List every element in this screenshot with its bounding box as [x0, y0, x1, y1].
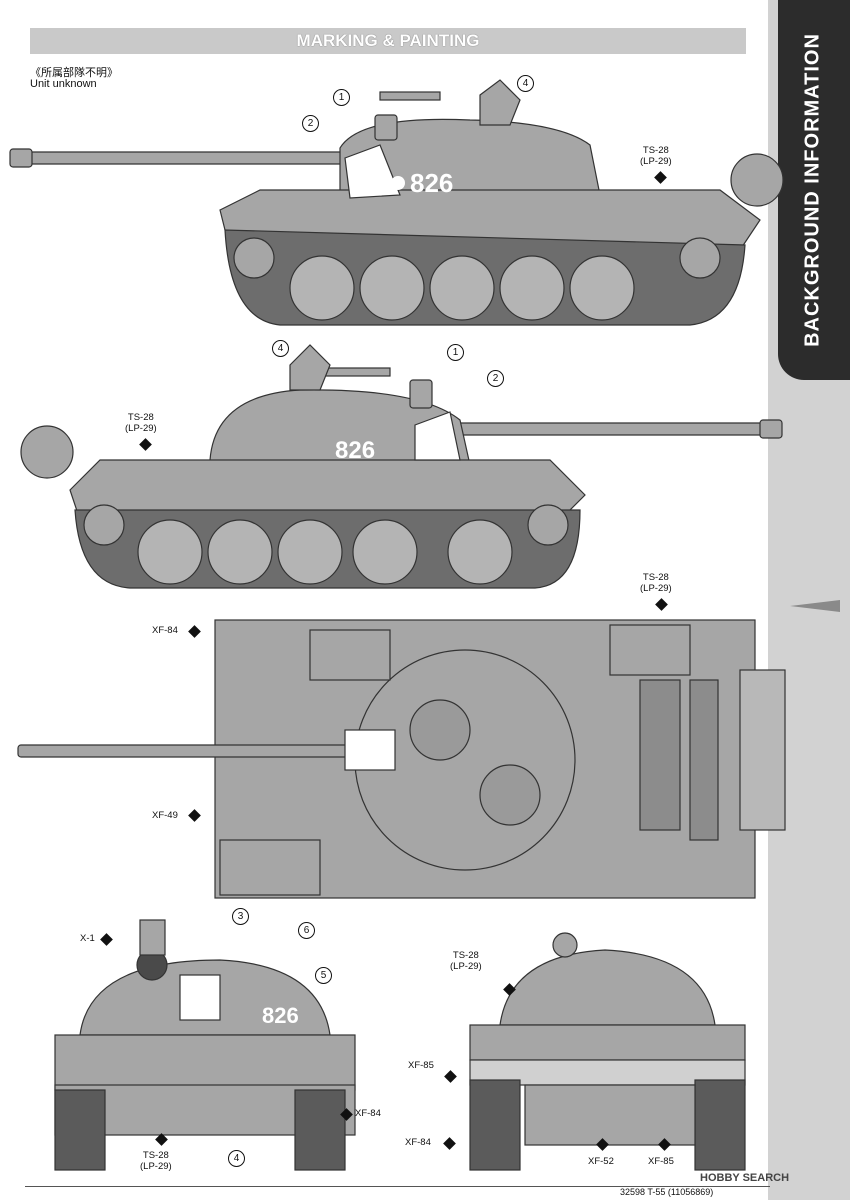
paint-label-front-ts28: TS-28(LP-29) [140, 1150, 172, 1172]
ref-3-front: 3 [232, 908, 249, 925]
paint-label-right-ts28: TS-28(LP-29) [125, 412, 157, 434]
ref-6-front: 6 [298, 922, 315, 939]
unit-english: Unit unknown [30, 78, 97, 90]
footer-divider [25, 1186, 770, 1187]
ref-1-right: 1 [447, 344, 464, 361]
paint-label-rear-xf85b: XF-85 [648, 1156, 674, 1167]
paint-label-top-xf84: XF-84 [152, 625, 178, 636]
tank-front-view: 826 [54, 919, 356, 1171]
footer-text: 32598 T-55 (11056869) [620, 1187, 714, 1197]
tank-rear-view [469, 932, 746, 1171]
ref-4-right: 4 [272, 340, 289, 357]
ref-2-right: 2 [487, 370, 504, 387]
paint-label-top-ts28: TS-28(LP-29) [640, 572, 672, 594]
sidebar-title: BACKGROUND INFORMATION [801, 33, 824, 347]
tank-left-side-view: 826 [9, 79, 784, 326]
paint-label-rear-ts28: TS-28(LP-29) [450, 950, 482, 972]
page-title: MARKING & PAINTING [30, 28, 746, 54]
paint-pointer-rear-xf84 [443, 1137, 456, 1150]
paint-label-left-ts28: TS-28(LP-29) [640, 145, 672, 167]
paint-label-rear-xf85: XF-85 [408, 1060, 434, 1071]
paint-label-top-xf49: XF-49 [152, 810, 178, 821]
ref-4-left: 4 [517, 75, 534, 92]
ref-1-left: 1 [333, 89, 350, 106]
paint-pointer-top-ts28 [655, 598, 668, 611]
ref-2-left: 2 [302, 115, 319, 132]
ref-5-front: 5 [315, 967, 332, 984]
paint-label-rear-xf52: XF-52 [588, 1156, 614, 1167]
left-view-number: 826 [410, 168, 453, 198]
page-marker [790, 600, 840, 612]
watermark: HOBBY SEARCH [700, 1172, 790, 1184]
paint-label-front-x1: X-1 [80, 933, 95, 944]
tank-right-side-view: 826 [20, 344, 783, 589]
sidebar-tab [778, 0, 850, 380]
tank-top-view [17, 619, 786, 899]
ref-4-front: 4 [228, 1150, 245, 1167]
paint-label-rear-xf84: XF-84 [405, 1137, 431, 1148]
paint-label-front-xf84: XF-84 [355, 1108, 381, 1119]
front-view-number: 826 [262, 1003, 299, 1028]
unit-japanese: 《所属部隊不明》 [30, 66, 118, 79]
svg-text:826: 826 [335, 437, 375, 464]
